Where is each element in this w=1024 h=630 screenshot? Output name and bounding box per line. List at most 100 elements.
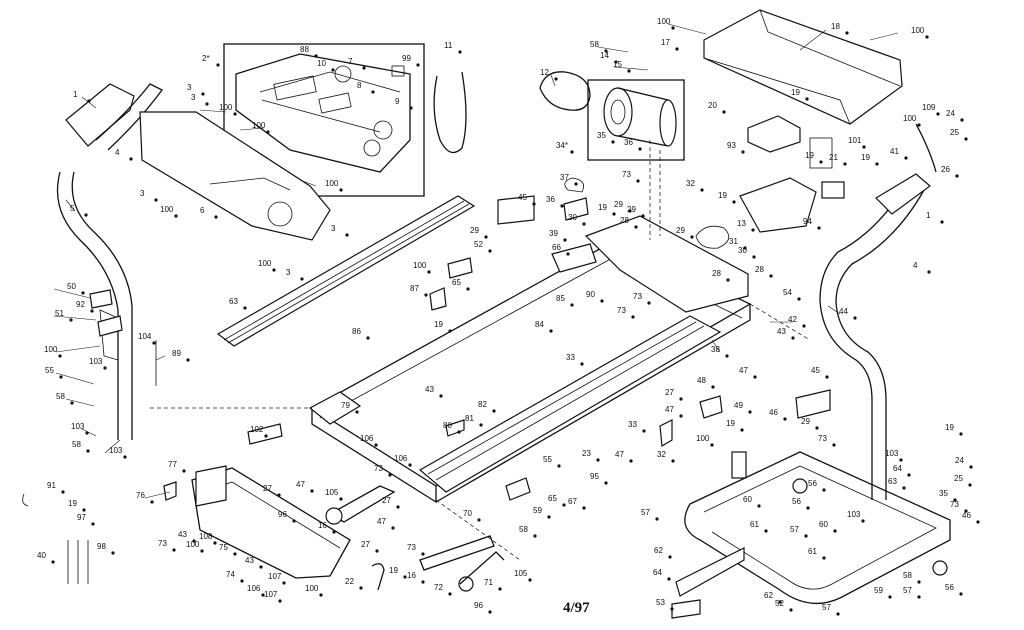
fastener-dot [655, 517, 659, 521]
fastener-dot [604, 481, 608, 485]
callout-c-103a: 103 [89, 357, 103, 366]
callout-c-32: 32 [686, 179, 695, 188]
callout-c-100k: 100 [696, 434, 710, 443]
fastener-dot [955, 174, 959, 178]
callout-c-104: 104 [138, 332, 152, 341]
callout-c-50: 50 [67, 282, 76, 291]
callout-c-66: 66 [552, 243, 561, 252]
fastener-dot [477, 518, 481, 522]
callout-c-29e: 29 [801, 417, 810, 426]
fastener-dot [740, 428, 744, 432]
callout-c-4b: 4 [913, 261, 918, 270]
callout-c-95: 95 [590, 472, 599, 481]
fastener-dot [339, 497, 343, 501]
fastener-dot [570, 150, 574, 154]
fastener-dot [805, 97, 809, 101]
callout-c-96b: 96 [474, 601, 483, 610]
motor-controller [739, 115, 845, 233]
fastener-dot [815, 426, 819, 430]
callout-c-75: 75 [219, 543, 228, 552]
callout-c-12: 12 [540, 68, 549, 77]
fastener-dot [416, 63, 420, 67]
fastener-dot [959, 592, 963, 596]
fastener-dot [560, 204, 564, 208]
callout-c-105a: 105 [325, 488, 339, 497]
fastener-dot [743, 246, 747, 250]
callout-c-97: 97 [77, 513, 86, 522]
fastener-dot [547, 515, 551, 519]
callout-c-67: 67 [568, 497, 577, 506]
fastener-dot [51, 560, 55, 564]
callout-c-44: 44 [839, 307, 848, 316]
callout-c-19b: 19 [805, 151, 814, 160]
callout-c-3d: 3 [331, 224, 336, 233]
callout-c-43c: 43 [178, 530, 187, 539]
fastener-dot [331, 68, 335, 72]
fastener-dot [466, 287, 470, 291]
callout-c-65: 65 [452, 278, 461, 287]
fastener-dot [668, 555, 672, 559]
fastener-dot [421, 580, 425, 584]
fastener-dot [200, 549, 204, 553]
fastener-dot [917, 580, 921, 584]
fastener-dot [675, 47, 679, 51]
callout-c-22: 22 [345, 577, 354, 586]
fastener-dot [424, 293, 428, 297]
callout-c-92: 92 [76, 300, 85, 309]
callout-c-25b: 25 [954, 474, 963, 483]
fastener-dot [172, 548, 176, 552]
callout-c-29a: 29 [614, 200, 623, 209]
callout-c-109: 109 [922, 103, 936, 112]
callout-c-1b: 1 [926, 211, 931, 220]
fastener-dot [836, 612, 840, 616]
fastener-dot [710, 443, 714, 447]
callout-c-58b: 58 [56, 392, 65, 401]
incline-linkage [325, 395, 723, 592]
left-base-frame [163, 423, 351, 579]
fastener-dot [700, 188, 704, 192]
callout-c-19h: 19 [945, 423, 954, 432]
callout-c-70: 70 [463, 509, 472, 518]
fastener-dot [574, 182, 578, 186]
fastener-dot [853, 316, 857, 320]
fastener-dot [427, 270, 431, 274]
callout-c-36: 36 [624, 138, 633, 147]
callout-c-46b: 46 [962, 511, 971, 520]
callout-c-38: 38 [711, 345, 720, 354]
fastener-dot [532, 202, 536, 206]
callout-c-84: 84 [535, 320, 544, 329]
callout-c-27c: 27 [382, 496, 391, 505]
fastener-dot [266, 130, 270, 134]
fastener-dot [371, 90, 375, 94]
fastener-dot [936, 112, 940, 116]
callout-c-14: 14 [600, 51, 609, 60]
fastener-dot [339, 188, 343, 192]
fastener-dot [671, 459, 675, 463]
fastener-dot [976, 520, 980, 524]
fastener-dot [277, 493, 281, 497]
fastener-dot [388, 473, 392, 477]
fastener-dot [722, 110, 726, 114]
callout-c-10: 10 [317, 59, 326, 68]
callout-c-58a: 58 [590, 40, 599, 49]
fastener-dot [205, 102, 209, 106]
fastener-dot [960, 118, 964, 122]
callout-c-107b: 107 [264, 590, 278, 599]
fastener-dot [375, 549, 379, 553]
fastener-dot [557, 464, 561, 468]
callout-c-107a: 107 [268, 572, 282, 581]
fastener-dot [82, 508, 86, 512]
callout-c-100c: 100 [219, 103, 233, 112]
fastener-dot [580, 362, 584, 366]
callout-c-33b: 33 [628, 420, 637, 429]
callout-c-103b: 103 [71, 422, 85, 431]
callout-c-73c: 73 [617, 306, 626, 315]
fastener-dot [802, 324, 806, 328]
right-base-frame [671, 389, 951, 619]
callout-c-105b: 105 [514, 569, 528, 578]
callout-c-82: 82 [478, 400, 487, 409]
fastener-dot [408, 463, 412, 467]
callout-c-30b: 30 [738, 246, 747, 255]
fastener-dot [964, 509, 968, 513]
